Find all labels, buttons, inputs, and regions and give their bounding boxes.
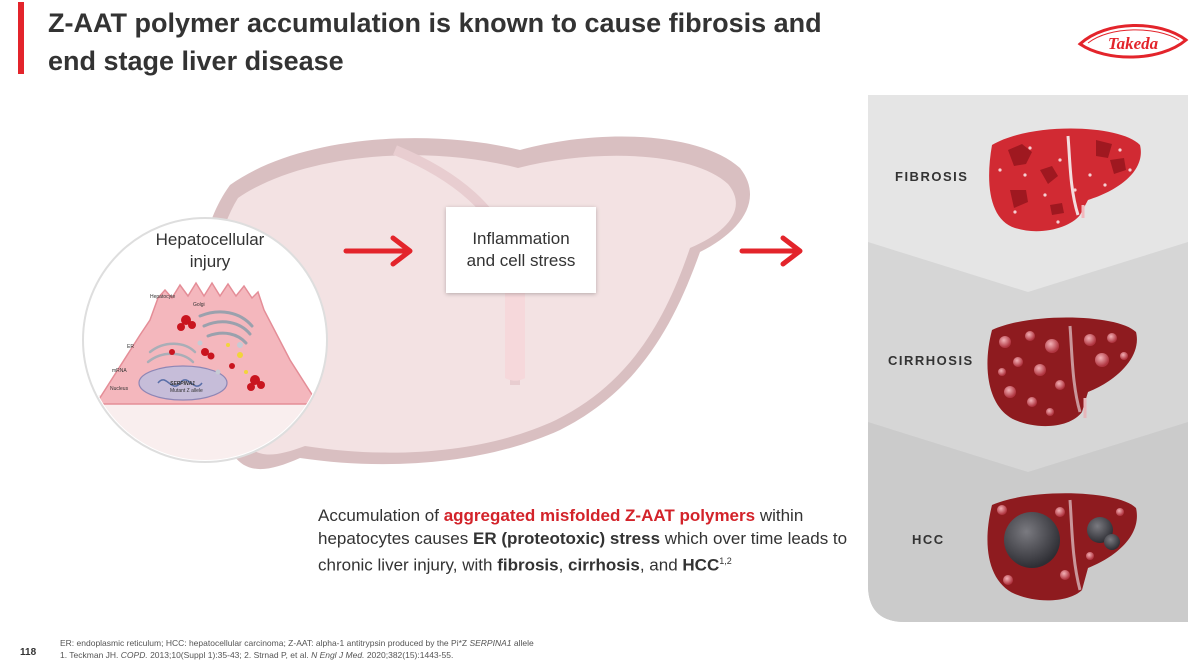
footnote-abbreviations: ER: endoplasmic reticulum; HCC: hepatoce… <box>60 638 534 648</box>
svg-text:ER: ER <box>127 344 134 350</box>
fibrosis-liver <box>989 128 1141 232</box>
svg-text:Nucleus: Nucleus <box>110 386 129 392</box>
page-number: 118 <box>20 647 37 658</box>
liver-silhouette <box>198 136 751 470</box>
stage-label-fibrosis: FIBROSIS <box>895 169 969 184</box>
hcc-liver <box>987 493 1137 601</box>
svg-text:Mutant Z allele: Mutant Z allele <box>170 388 203 394</box>
svg-text:Golgi: Golgi <box>193 302 205 308</box>
svg-text:Takeda: Takeda <box>1108 34 1159 53</box>
hepatocellular-injury-label: Hepatocellular injury <box>155 230 265 271</box>
svg-text:mRNA: mRNA <box>112 368 127 374</box>
page-title: Z-AAT polymer accumulation is known to c… <box>48 8 822 76</box>
svg-text:Hepatocyte: Hepatocyte <box>150 294 176 300</box>
arrow-to-stages <box>739 235 803 267</box>
arrow-to-inflammation <box>343 235 413 267</box>
summary-text: Accumulation of aggregated misfolded Z-A… <box>318 506 848 575</box>
cirrhosis-liver <box>987 317 1137 427</box>
inflammation-box: Inflammation and cell stress <box>446 207 596 293</box>
stage-label-hcc: HCC <box>912 532 945 547</box>
stage-label-cirrhosis: CIRRHOSIS <box>888 353 974 368</box>
title-accent-bar <box>18 2 24 74</box>
footnote-references: 1. Teckman JH. COPD. 2013;10(Suppl 1):35… <box>60 650 454 660</box>
hepatocyte-circle: Hepatocyte Golgi ER mRNA Nucleus SERPINA… <box>82 217 328 463</box>
svg-text:SERPINA1: SERPINA1 <box>170 381 195 387</box>
takeda-logo: Takeda <box>1077 24 1189 59</box>
footnote: ER: endoplasmic reticulum; HCC: hepatoce… <box>60 637 534 661</box>
